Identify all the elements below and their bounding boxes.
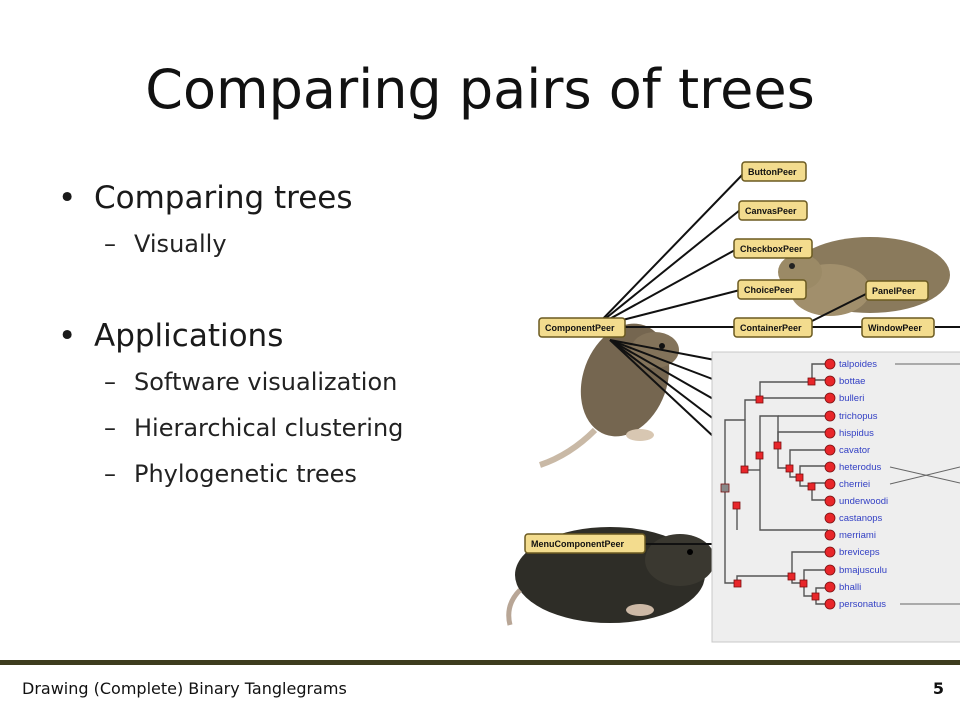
sub-bullet-phylogenetic-trees: –Phylogenetic trees	[58, 458, 478, 490]
class-tree-edges	[594, 171, 960, 545]
class-node-component-peer: ComponentPeer	[538, 317, 626, 338]
species-label: cherriei	[839, 479, 870, 490]
species-label: cavator	[839, 445, 870, 456]
class-node-container-peer: ContainerPeer	[733, 317, 813, 338]
species-label: trichopus	[839, 411, 878, 422]
svg-text:PanelPeer: PanelPeer	[872, 286, 916, 296]
class-nodes: ButtonPeer CanvasPeer CheckboxPeer Choic…	[524, 161, 935, 554]
tanglegram-figure: talpoides bottae bulleri trichopus hispi…	[506, 161, 960, 643]
page-number: 5	[932, 679, 944, 698]
species-label: bhalli	[839, 582, 861, 593]
species-label: merriami	[839, 530, 876, 541]
species-labels: talpoides bottae bulleri trichopus hispi…	[839, 359, 888, 610]
svg-text:ContainerPeer: ContainerPeer	[740, 323, 802, 333]
gopher-illustration-middle	[539, 323, 679, 468]
tangle-lines	[889, 363, 960, 605]
bullet-applications: • Applications	[58, 316, 478, 356]
species-label: personatus	[839, 599, 886, 610]
svg-text:MenuComponentPeer: MenuComponentPeer	[531, 539, 625, 549]
phylo-leaf-dots	[824, 358, 836, 610]
class-node-canvas-peer: CanvasPeer	[738, 200, 808, 221]
bullet-text: Comparing trees	[94, 180, 353, 216]
sub-bullet-hierarchical-clustering: –Hierarchical clustering	[58, 412, 478, 444]
phylo-internal-nodes	[720, 377, 820, 601]
sub-dash: –	[104, 368, 116, 396]
sub-bullet-text: Software visualization	[134, 368, 398, 396]
species-label: hispidus	[839, 428, 874, 439]
bullet-dot: •	[58, 180, 77, 216]
species-label: bmajusculu	[839, 565, 887, 576]
phylogenetic-tree-panel	[711, 351, 960, 643]
svg-text:ComponentPeer: ComponentPeer	[545, 323, 615, 333]
class-node-button-peer: ButtonPeer	[741, 161, 807, 182]
class-node-choice-peer: ChoicePeer	[737, 279, 807, 300]
svg-text:WindowPeer: WindowPeer	[868, 323, 922, 333]
class-node-window-peer: WindowPeer	[861, 317, 935, 338]
slide-title: Comparing pairs of trees	[145, 58, 815, 121]
svg-text:CheckboxPeer: CheckboxPeer	[740, 244, 803, 254]
class-node-panel-peer: PanelPeer	[865, 280, 929, 301]
bullet-comparing-trees: • Comparing trees	[58, 178, 478, 218]
species-label: bulleri	[839, 393, 864, 404]
bullet-text: Applications	[94, 318, 284, 354]
svg-text:CanvasPeer: CanvasPeer	[745, 206, 797, 216]
sub-bullet-software-visualization: –Software visualization	[58, 366, 478, 398]
species-label: castanops	[839, 513, 883, 524]
class-node-checkbox-peer: CheckboxPeer	[733, 238, 813, 259]
sub-bullet-text: Phylogenetic trees	[134, 460, 357, 488]
species-label: bottae	[839, 376, 865, 387]
sub-bullet-text: Hierarchical clustering	[134, 414, 404, 442]
sub-dash: –	[104, 414, 116, 442]
sub-bullet-visually: –Visually	[58, 228, 478, 260]
sub-bullet-text: Visually	[134, 230, 227, 258]
footer-title: Drawing (Complete) Binary Tanglegrams	[22, 679, 347, 698]
sub-dash: –	[104, 460, 116, 488]
species-label: underwoodi	[839, 496, 888, 507]
species-label: talpoides	[839, 359, 877, 370]
species-label: breviceps	[839, 547, 880, 558]
svg-text:ButtonPeer: ButtonPeer	[748, 167, 797, 177]
footer-divider	[0, 660, 960, 665]
svg-text:ChoicePeer: ChoicePeer	[744, 285, 794, 295]
sub-dash: –	[104, 230, 116, 258]
class-node-menu-component-peer: MenuComponentPeer	[524, 533, 646, 554]
bullet-dot: •	[58, 318, 77, 354]
species-label: heterodus	[839, 462, 882, 473]
bullet-list: •Comparing trees –Visually •Applications…	[58, 178, 478, 490]
